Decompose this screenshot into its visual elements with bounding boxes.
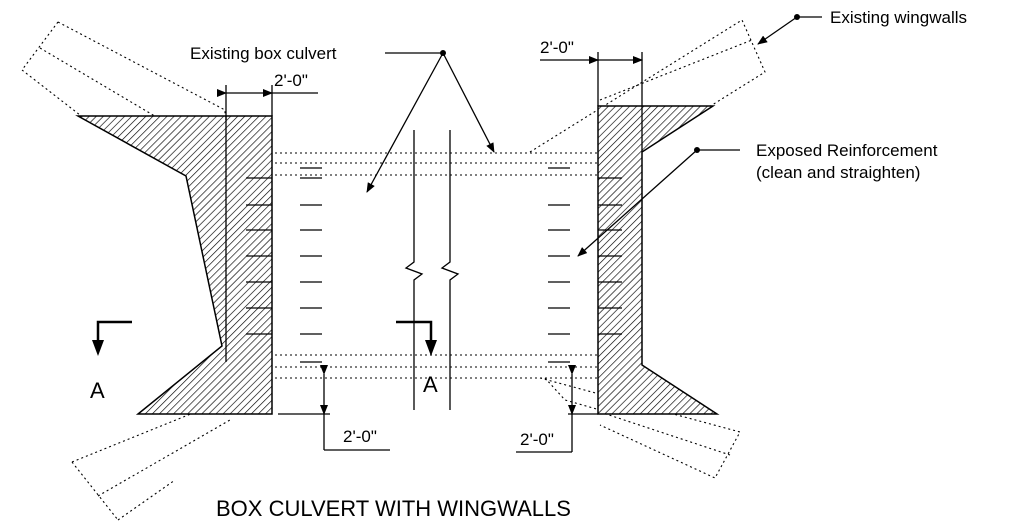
label-existing-wingwalls: Existing wingwalls [830,8,967,27]
drawing-title: BOX CULVERT WITH WINGWALLS [216,496,571,521]
dimension-top-right-text: 2'-0" [540,38,574,57]
right-reinforcement-bars [548,167,622,363]
label-existing-box-culvert: Existing box culvert [190,44,337,63]
culvert-dotted-lines [224,118,600,379]
existing-wingwall-outlines [21,19,766,521]
dimension-bottom-left [278,365,390,451]
dimension-bottom-right-text: 2'-0" [520,430,554,449]
dimension-bottom-left-text: 2'-0" [343,427,377,446]
label-exposed-reinforcement: Exposed Reinforcement [756,141,938,160]
dimension-top-left [217,85,318,120]
section-label-left: A [90,378,105,403]
dimension-top-right [540,52,643,152]
label-exposed-reinforcement-note: (clean and straighten) [756,163,920,182]
left-reinforcement-bars [246,167,322,363]
leader-lines [366,14,822,257]
culvert-break-lines [404,130,460,410]
dimension-bottom-right [516,365,598,453]
section-marker-left [92,320,132,356]
right-wingwall [597,105,720,415]
left-wingwall [75,115,273,415]
dimension-top-left-text: 2'-0" [274,71,308,90]
section-label-center: A [423,372,438,397]
section-marker-center [396,320,437,356]
